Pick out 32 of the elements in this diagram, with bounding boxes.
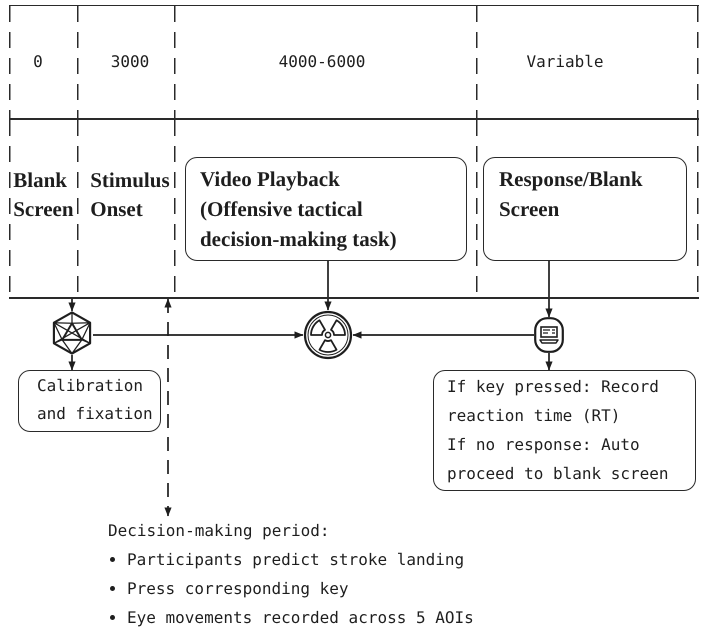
- arrow: [352, 331, 534, 339]
- duration-label: 4000-6000: [278, 51, 366, 73]
- note-text: If no response: Auto proceed to blank screen: [447, 434, 670, 485]
- list-item: Eye movements recorded across 5 AOIs: [127, 607, 474, 629]
- note-text: Calibration and fixation: [37, 375, 154, 425]
- phase-label: Stimulus Onset: [90, 167, 171, 223]
- arrow: [324, 261, 332, 310]
- computer-icon: [534, 317, 564, 353]
- duration-label: Variable: [526, 51, 604, 73]
- phase-box: [185, 157, 467, 261]
- duration-label: 3000: [110, 51, 150, 73]
- list-heading: Decision-making period:: [108, 520, 330, 542]
- arrow: [68, 355, 76, 370]
- arrow: [545, 353, 553, 370]
- phase-title: Video Playback (Offensive tactical decision-making task): [200, 166, 398, 253]
- arrow: [93, 331, 304, 339]
- duration-label: 0: [33, 51, 43, 73]
- arrow: [545, 261, 553, 318]
- phase-title: Response/Blank Screen: [499, 166, 644, 223]
- radiation-icon: [303, 310, 353, 360]
- arrow: [68, 299, 76, 312]
- note-box: [433, 370, 696, 491]
- icosahedron-icon: [51, 311, 93, 355]
- phase-cell: [9, 118, 78, 299]
- list-item: Press corresponding key: [127, 578, 349, 600]
- phase-label: Blank Screen: [13, 167, 75, 223]
- note-box: [18, 370, 161, 432]
- note-text: If key pressed: Record reaction time (RT): [447, 376, 660, 427]
- dashed-double-arrow: [164, 298, 172, 516]
- phase-box: [483, 157, 687, 261]
- list-item: Participants predict stroke landing: [127, 549, 464, 571]
- phase-cell: [77, 118, 174, 299]
